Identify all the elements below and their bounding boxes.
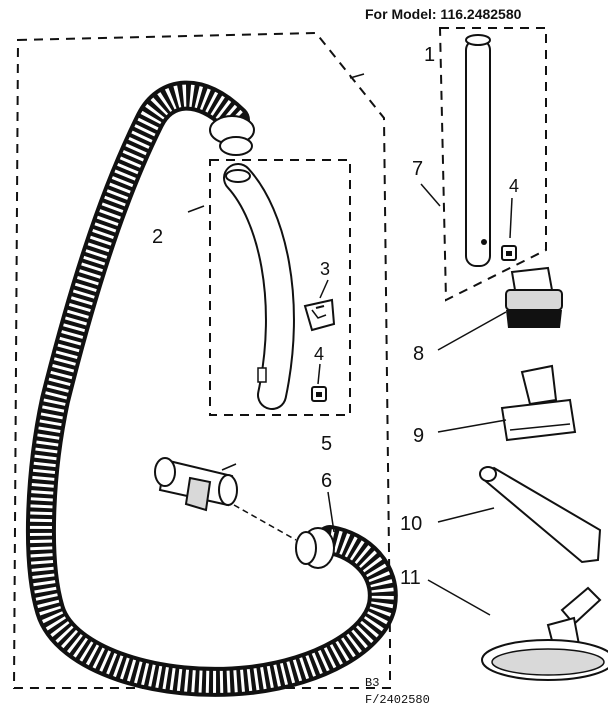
kit-boundary [12, 31, 391, 689]
callout-1: 1 [424, 44, 435, 66]
callout-8: 8 [413, 343, 424, 365]
wand-box-boundary [438, 27, 547, 302]
hose-swivel-cuff [295, 527, 335, 569]
extension-box-boundary [209, 159, 351, 416]
dusting-brush [505, 266, 563, 328]
callout-3: 3 [320, 259, 330, 279]
hose-handle [154, 457, 297, 541]
curved-extension [223, 163, 295, 410]
crevice-tool [479, 466, 602, 564]
model-header: For Model: 116.2482580 [365, 6, 522, 22]
hose [25, 80, 398, 697]
callout-11: 11 [400, 567, 421, 589]
callout-6: 6 [321, 470, 332, 492]
button-part-b [501, 245, 517, 261]
callout-4a: 4 [314, 344, 324, 364]
callout-5: 5 [321, 433, 332, 455]
upholstery-nozzle [500, 364, 577, 442]
page-code: B3 [365, 676, 379, 690]
hose-end-cuff [209, 115, 255, 156]
button-part-a [311, 386, 327, 402]
leader-lines [187, 73, 513, 616]
callout-9: 9 [413, 425, 424, 447]
floor-brush [481, 586, 608, 681]
clip-part [303, 298, 336, 332]
callout-10: 10 [400, 513, 422, 535]
figure-code: F/2402580 [365, 693, 430, 707]
callout-4b: 4 [509, 176, 519, 196]
callout-7: 7 [412, 158, 423, 180]
straight-wand [465, 34, 491, 267]
callout-2: 2 [152, 226, 163, 248]
